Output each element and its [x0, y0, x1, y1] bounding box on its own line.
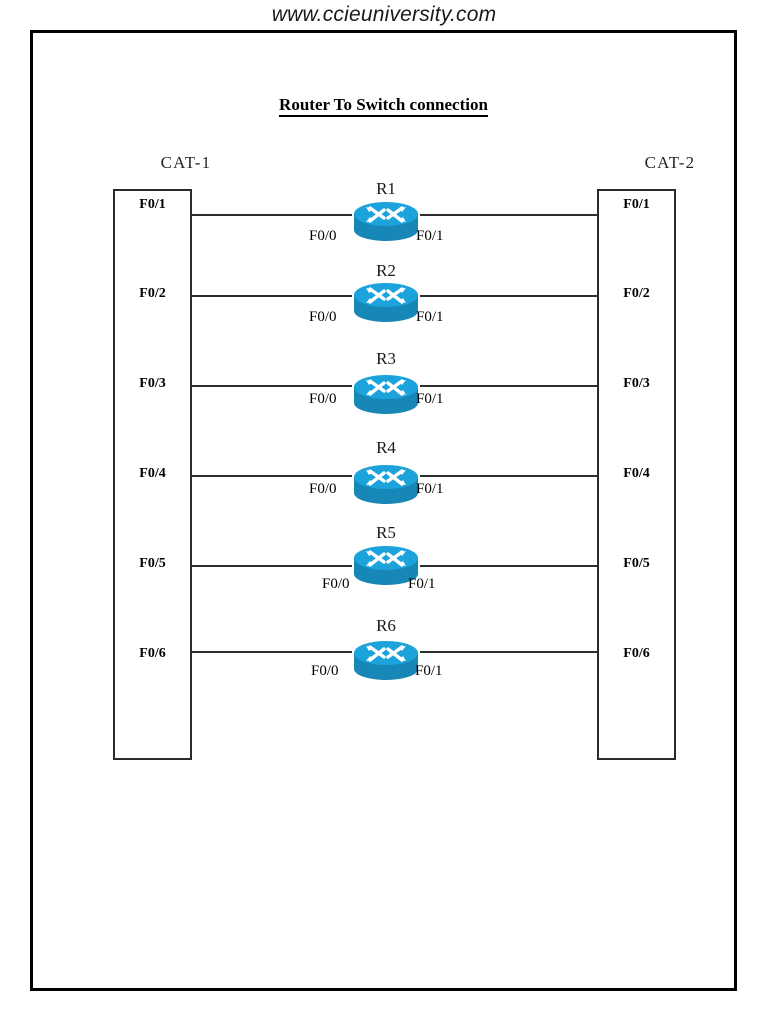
- link-r2-f0-1-to-cat2-f0-2: [420, 295, 597, 297]
- router-icon-r4[interactable]: [350, 460, 422, 508]
- router-name-r4: R4: [376, 438, 396, 457]
- port-label-cat2-f0-4[interactable]: F0/4: [623, 466, 650, 481]
- link-r5-f0-1-to-cat2-f0-5: [420, 565, 597, 567]
- switch-caption-cat-2: CAT-2: [610, 153, 730, 173]
- iface-label-r2-f0-0: F0/0: [309, 309, 337, 325]
- port-label-cat2-f0-3[interactable]: F0/3: [623, 376, 650, 391]
- router-icon-r2[interactable]: [350, 278, 422, 326]
- switch-name-right: CAT-2: [644, 153, 696, 172]
- port-label-cat1-f0-6[interactable]: F0/6: [139, 646, 166, 661]
- router-icon-r6[interactable]: [350, 636, 422, 684]
- link-cat1-f0-6-to-r6-f0-0: [192, 651, 352, 653]
- switch-name-left: CAT-1: [160, 153, 212, 172]
- switch-box-cat-2[interactable]: [597, 189, 676, 760]
- port-label-cat1-f0-3[interactable]: F0/3: [139, 376, 166, 391]
- port-label-cat2-f0-2[interactable]: F0/2: [623, 286, 650, 301]
- router-icon-r1[interactable]: [350, 197, 422, 245]
- diagram-title-text: Router To Switch connection: [279, 95, 488, 117]
- iface-label-r6-f0-0: F0/0: [311, 663, 339, 679]
- router-name-r6: R6: [376, 616, 396, 635]
- port-label-cat1-f0-1[interactable]: F0/1: [139, 197, 166, 212]
- router-icon-r3[interactable]: [350, 370, 422, 418]
- link-cat1-f0-2-to-r2-f0-0: [192, 295, 352, 297]
- port-label-cat1-f0-4[interactable]: F0/4: [139, 466, 166, 481]
- router-icon-r5[interactable]: [350, 541, 422, 589]
- link-r1-f0-1-to-cat2-f0-1: [420, 214, 597, 216]
- link-r6-f0-1-to-cat2-f0-6: [420, 651, 597, 653]
- port-label-cat2-f0-5[interactable]: F0/5: [623, 556, 650, 571]
- link-cat1-f0-5-to-r5-f0-0: [192, 565, 352, 567]
- router-name-r2: R2: [376, 261, 396, 280]
- diagram-title: Router To Switch connection: [33, 95, 734, 117]
- iface-label-r6-f0-1: F0/1: [415, 663, 443, 679]
- port-label-cat1-f0-5[interactable]: F0/5: [139, 556, 166, 571]
- link-cat1-f0-4-to-r4-f0-0: [192, 475, 352, 477]
- link-cat1-f0-3-to-r3-f0-0: [192, 385, 352, 387]
- site-url-text: www.ccieuniversity.com: [271, 3, 497, 26]
- iface-label-r5-f0-1: F0/1: [408, 576, 436, 592]
- iface-label-r1-f0-1: F0/1: [416, 228, 444, 244]
- router-name-r1: R1: [376, 179, 396, 198]
- router-name-r5: R5: [376, 523, 396, 542]
- switch-caption-cat-1: CAT-1: [126, 153, 246, 173]
- iface-label-r4-f0-1: F0/1: [416, 481, 444, 497]
- diagram-page-frame: Router To Switch connection CAT-1 CAT-2 …: [30, 30, 737, 991]
- link-r4-f0-1-to-cat2-f0-4: [420, 475, 597, 477]
- iface-label-r4-f0-0: F0/0: [309, 481, 337, 497]
- link-cat1-f0-1-to-r1-f0-0: [192, 214, 352, 216]
- site-url-header: www.ccieuniversity.com: [0, 0, 768, 30]
- link-r3-f0-1-to-cat2-f0-3: [420, 385, 597, 387]
- switch-box-cat-1[interactable]: [113, 189, 192, 760]
- router-name-r3: R3: [376, 349, 396, 368]
- iface-label-r2-f0-1: F0/1: [416, 309, 444, 325]
- port-label-cat2-f0-1[interactable]: F0/1: [623, 197, 650, 212]
- iface-label-r3-f0-1: F0/1: [416, 391, 444, 407]
- port-label-cat2-f0-6[interactable]: F0/6: [623, 646, 650, 661]
- iface-label-r5-f0-0: F0/0: [322, 576, 350, 592]
- iface-label-r1-f0-0: F0/0: [309, 228, 337, 244]
- port-label-cat1-f0-2[interactable]: F0/2: [139, 286, 166, 301]
- iface-label-r3-f0-0: F0/0: [309, 391, 337, 407]
